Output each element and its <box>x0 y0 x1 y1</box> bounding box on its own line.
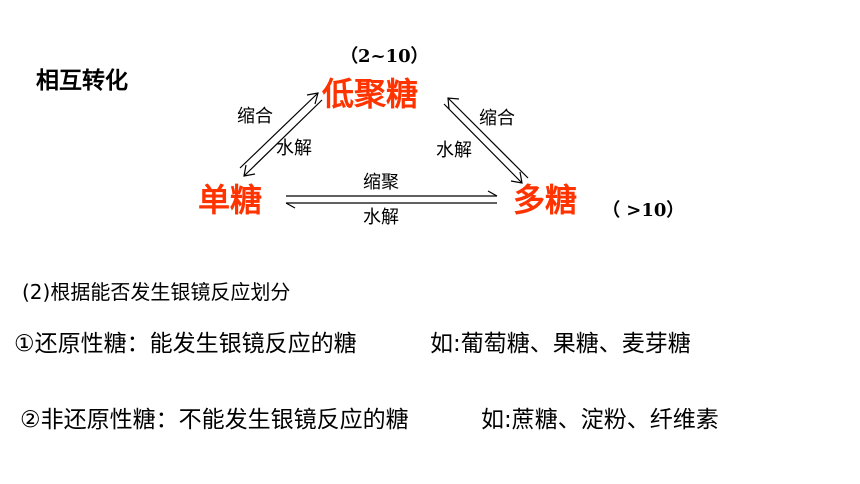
oligosaccharide-node: 低聚糖 <box>322 75 419 113</box>
arrowhead-condensation-mid <box>487 190 498 197</box>
reducing-sugar-examples: 如:葡萄糖、果糖、麦芽糖 <box>430 331 691 357</box>
reducing-sugar-definition: ①还原性糖：能发生银镜反应的糖 <box>14 331 357 357</box>
arrowhead-condensation-right <box>510 171 523 184</box>
non-reducing-sugar-examples: 如:蔗糖、淀粉、纤维素 <box>481 407 719 433</box>
arrowhead-hydrolysis-right <box>447 97 460 110</box>
oligosaccharide-range-note: （2~10） <box>340 46 429 67</box>
arrowhead-hydrolysis-mid <box>285 202 296 209</box>
label-hydrolysis-mid: 水解 <box>363 207 399 228</box>
label-hydrolysis-left: 水解 <box>276 138 312 159</box>
label-condensation-left: 缩合 <box>237 106 273 127</box>
label-hydrolysis-right: 水解 <box>436 140 472 161</box>
label-condensation-right: 缩合 <box>479 108 515 129</box>
arrow-hydrolysis-left <box>243 99 323 177</box>
arrow-hydrolysis-right <box>447 97 529 179</box>
monosaccharide-node: 单糖 <box>198 181 263 219</box>
arrow-condensation-left <box>239 92 319 169</box>
non-reducing-sugar-definition: ②非还原性糖：不能发生银镜反应的糖 <box>20 407 409 433</box>
arrow-condensation-right <box>443 103 523 184</box>
classification-heading: (2)根据能否发生银镜反应划分 <box>22 280 291 304</box>
arrowhead-condensation-left <box>306 92 319 105</box>
label-condensation-mid: 缩聚 <box>363 172 399 193</box>
polysaccharide-range-note: （ >10） <box>602 200 685 221</box>
polysaccharide-node: 多糖 <box>513 181 578 219</box>
arrowhead-hydrolysis-left <box>243 164 256 177</box>
section-title: 相互转化 <box>36 68 128 94</box>
